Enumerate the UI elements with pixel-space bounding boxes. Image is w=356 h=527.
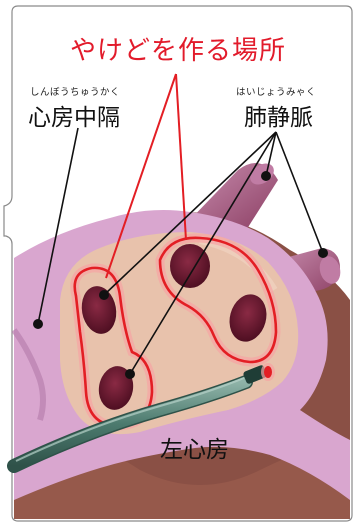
diagram-title: やけどを作る場所 xyxy=(0,30,356,67)
left-atrium-label: 左心房 xyxy=(160,430,229,464)
septum-ruby: しんぼうちゅうかく xyxy=(30,84,120,98)
pulmonary-vein-ruby: はいじょうみゃく xyxy=(236,84,316,98)
pulmonary-vein-label: 肺静脈 xyxy=(244,98,313,132)
septum-label: 心房中隔 xyxy=(28,98,120,132)
